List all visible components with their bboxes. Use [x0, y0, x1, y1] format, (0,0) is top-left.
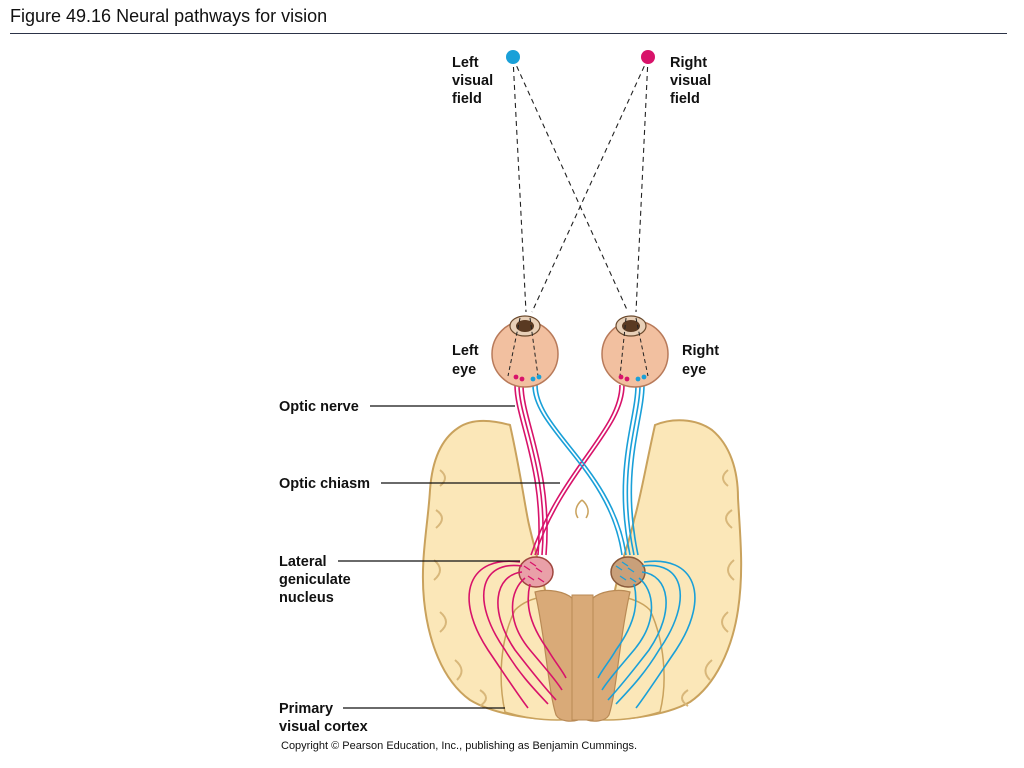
left-visual-field-dot [506, 50, 520, 64]
title-divider [10, 33, 1007, 34]
copyright-notice: Copyright © Pearson Education, Inc., pub… [281, 740, 637, 752]
midline [575, 499, 589, 519]
page-title: Figure 49.16 Neural pathways for vision [10, 6, 328, 26]
left-lgn [518, 556, 554, 588]
right-eye-label: Right eye [682, 343, 723, 378]
right-visual-field-label: Right visual field [670, 55, 715, 107]
brain [421, 419, 743, 722]
left-gyri [433, 469, 487, 707]
right-gyri [681, 469, 735, 707]
optic-nerve-label: Optic nerve [279, 399, 359, 415]
left-lgn-fibers [523, 561, 545, 583]
right-eye [601, 315, 669, 388]
right-lgn-fibers [615, 561, 637, 583]
leader-lines [338, 405, 560, 709]
brainstem-center [571, 594, 594, 721]
left-eye-label: Left eye [452, 343, 483, 378]
right-lgn [610, 556, 646, 588]
nerve-fibers [514, 384, 645, 556]
lateral-geniculate-nucleus-label: Lateral geniculate nucleus [279, 554, 355, 606]
right-visual-field-dot [641, 50, 655, 64]
left-eye [491, 315, 559, 388]
brainstem [534, 589, 631, 722]
visual-field-lines [512, 57, 649, 313]
optic-radiations [468, 560, 696, 709]
optic-chiasm-label: Optic chiasm [279, 476, 370, 492]
left-visual-field-label: Left visual field [452, 55, 497, 107]
primary-visual-cortex-label: Primary visual cortex [279, 701, 368, 735]
